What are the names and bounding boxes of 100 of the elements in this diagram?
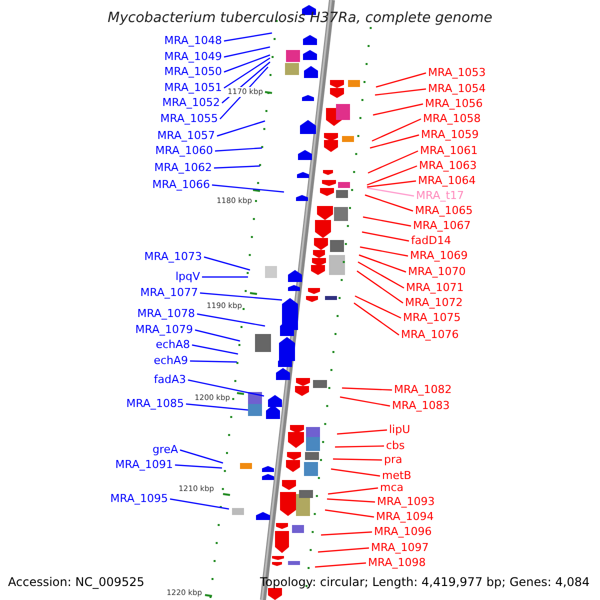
- leader-line: [188, 379, 264, 397]
- gene-label: echA8: [156, 339, 190, 350]
- gene-label: MRA_1064: [418, 175, 476, 186]
- leader-line: [358, 261, 404, 289]
- title: Mycobacterium tuberculosis H37Ra, complete genome: [106, 11, 494, 25]
- leader-line: [360, 246, 408, 257]
- gene-label: MRA_1073: [144, 251, 202, 262]
- leader-line: [356, 270, 404, 304]
- leader-line: [366, 165, 418, 186]
- leader-line: [174, 464, 222, 469]
- leader-line: [190, 360, 238, 363]
- gene-label: fadD14: [411, 235, 452, 246]
- gene-label: MRA_1082: [394, 384, 452, 395]
- gene-label: MRA_1062: [154, 162, 212, 173]
- gene-label: MRA_1056: [425, 98, 483, 109]
- leader-line: [370, 134, 420, 149]
- gene-label: MRA_1053: [428, 67, 486, 78]
- gene-label: MRA_1075: [403, 312, 461, 323]
- leader-line: [366, 180, 416, 188]
- gene-label: fadA3: [154, 374, 186, 385]
- gene-label: MRA_1050: [164, 66, 222, 77]
- leader-line: [362, 216, 412, 227]
- gene-label: MRA_1063: [419, 160, 477, 171]
- gene-label: MRA_1083: [392, 400, 450, 411]
- gene-label: MRA_1052: [162, 97, 220, 108]
- gene-label: MRA_1069: [410, 250, 468, 261]
- gene-label: MRA_1051: [164, 82, 222, 93]
- gene-label: MRA_1065: [415, 205, 473, 216]
- leader-line: [192, 344, 238, 355]
- gene-label: MRA_1060: [155, 145, 213, 156]
- leader-line: [224, 32, 272, 42]
- gene-label: MRA_1091: [115, 459, 173, 470]
- leader-line: [318, 547, 370, 553]
- footer-text: Topology: circular; Length: 4,419,977 bp; Genes: 4,084: [260, 576, 590, 588]
- gene-label: MRA_1067: [413, 220, 471, 231]
- leader-line: [366, 187, 414, 197]
- gene-label: echA9: [154, 355, 188, 366]
- gene-label: MRA_1078: [137, 308, 195, 319]
- gene-label: MRA_1079: [135, 324, 193, 335]
- leader-line: [224, 46, 270, 58]
- leader-line: [332, 458, 382, 461]
- leader-line: [362, 231, 410, 242]
- leader-line: [320, 531, 372, 536]
- leader-line: [194, 329, 240, 342]
- leader-line: [214, 147, 262, 152]
- leader-line: [354, 302, 400, 336]
- gene-label: cbs: [386, 440, 405, 451]
- gene-label: MRA_1058: [423, 113, 481, 124]
- leader-line: [314, 562, 366, 568]
- leader-line: [328, 487, 378, 495]
- leader-line: [216, 120, 266, 137]
- leader-line: [330, 468, 380, 477]
- gene-label: MRA_1066: [152, 179, 210, 190]
- leader-line: [224, 58, 270, 88]
- gene-label: MRA_1085: [126, 398, 184, 409]
- leader-line: [180, 449, 224, 464]
- leader-line: [372, 118, 422, 142]
- gene-label: MRA_t17: [416, 190, 464, 201]
- leader-line: [342, 387, 392, 391]
- gene-label: MRA_1054: [428, 83, 486, 94]
- leader-line: [224, 54, 270, 73]
- gene-label: MRA_1093: [377, 496, 435, 507]
- gene-label: MRA_1072: [405, 297, 463, 308]
- gene-label: MRA_1059: [421, 129, 479, 140]
- leader-line: [212, 184, 284, 193]
- leader-line: [326, 498, 376, 503]
- gene-label: MRA_1076: [401, 329, 459, 340]
- leader-line: [336, 429, 388, 435]
- gene-label: MRA_1094: [376, 511, 434, 522]
- leader-line: [358, 254, 406, 273]
- leader-line: [364, 194, 414, 212]
- gene-label: MRA_1097: [371, 542, 429, 553]
- leader-line: [376, 72, 426, 88]
- leader-line: [368, 150, 418, 174]
- leader-line: [200, 292, 282, 301]
- gene-label: MRA_1057: [157, 130, 215, 141]
- gene-label: MRA_1098: [368, 557, 426, 568]
- gene-label: MRA_1055: [160, 113, 218, 124]
- leader-line: [354, 295, 402, 319]
- gene-label: MRA_1070: [408, 266, 466, 277]
- gene-label: MRA_1049: [164, 51, 222, 62]
- gene-label: MRA_1048: [164, 35, 222, 46]
- gene-label: MRA_1077: [140, 287, 198, 298]
- gene-label: lpqV: [175, 271, 200, 282]
- footer-text: Accession: NC_009525: [8, 576, 144, 588]
- leader-line: [204, 256, 250, 271]
- leader-line: [214, 165, 260, 169]
- gene-label: MRA_1061: [420, 145, 478, 156]
- leader-line: [186, 403, 248, 411]
- gene-label: mca: [380, 482, 404, 493]
- gene-label: greA: [152, 444, 178, 455]
- leader-line: [324, 509, 374, 518]
- leader-line: [374, 88, 426, 96]
- gene-label: metB: [382, 470, 412, 481]
- leader-line: [196, 313, 266, 327]
- leader-line: [334, 445, 384, 448]
- gene-label: MRA_1096: [374, 526, 432, 537]
- gene-label: MRA_1095: [110, 493, 168, 504]
- gene-label: pra: [384, 454, 402, 465]
- leader-line: [372, 103, 424, 116]
